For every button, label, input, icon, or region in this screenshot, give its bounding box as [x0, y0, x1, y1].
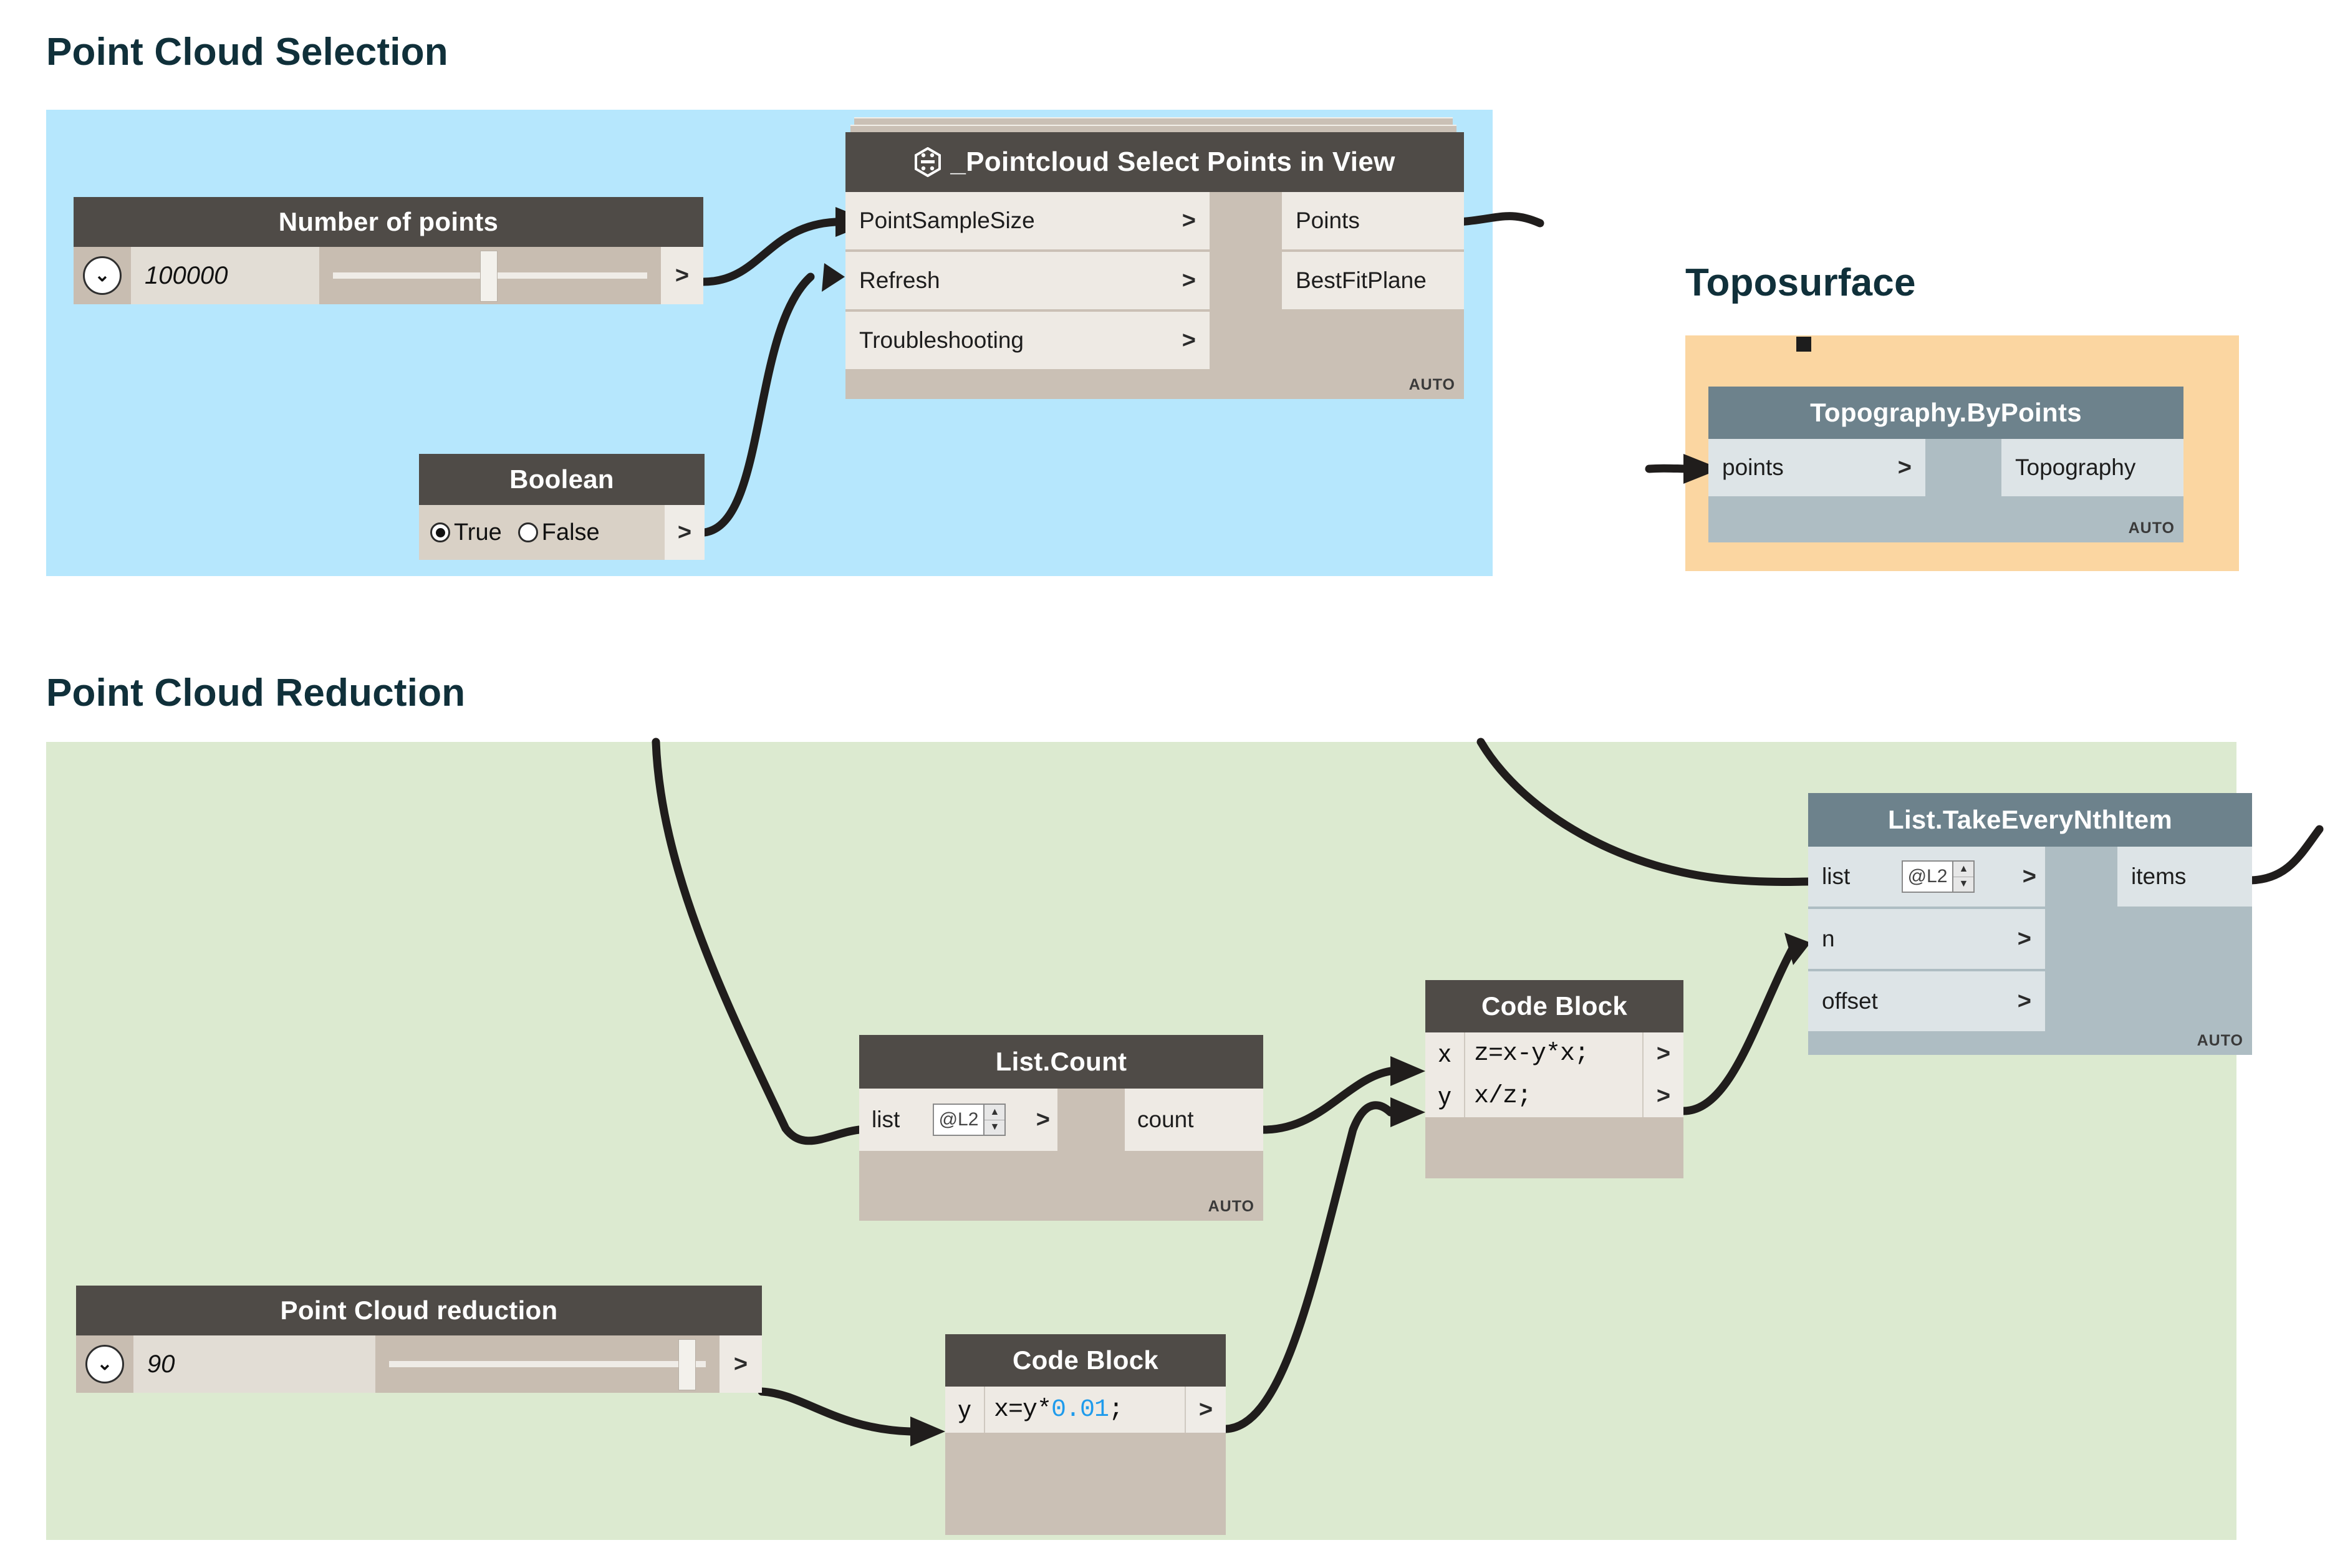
node-point-cloud-reduction[interactable]: Point Cloud reduction ⌄ 90 >: [76, 1286, 762, 1393]
page-title-toposurface: Toposurface: [1685, 261, 1916, 304]
output-port-number-of-points[interactable]: >: [661, 247, 703, 304]
lacing-selector-list[interactable]: @L2 ▲ ▼: [932, 1104, 1006, 1136]
node-list-count[interactable]: List.Count list @L2 ▲ ▼ > count AUTO: [859, 1035, 1263, 1221]
node-title: Number of points: [74, 197, 703, 247]
code-var-y: y: [1425, 1075, 1465, 1117]
lacing-selector-list[interactable]: @L2 ▲ ▼: [1901, 860, 1975, 893]
radio-dot-false-icon: [518, 522, 538, 542]
collapse-caret-button[interactable]: ⌄: [74, 247, 131, 304]
input-port-pointsamplesize[interactable]: PointSampleSize >: [845, 192, 1210, 249]
status-badge-auto: AUTO: [1208, 1198, 1254, 1215]
input-port-points[interactable]: points >: [1708, 439, 1925, 496]
node-number-of-points[interactable]: Number of points ⌄ 100000 >: [74, 197, 703, 304]
input-port-troubleshooting[interactable]: Troubleshooting >: [845, 312, 1210, 369]
status-badge-auto: AUTO: [2128, 519, 2175, 537]
output-port-boolean[interactable]: >: [665, 505, 705, 560]
output-port-points[interactable]: Points: [1282, 192, 1464, 249]
output-port-point-cloud-reduction[interactable]: >: [720, 1335, 762, 1393]
node-code-block-1[interactable]: Code Block x z=x-y*x; > y x/z; >: [1425, 980, 1683, 1178]
code-text-2[interactable]: x/z;: [1474, 1082, 1532, 1110]
chevron-down-icon: ⌄: [85, 1345, 124, 1383]
spinner-up-icon[interactable]: ▲: [984, 1105, 1005, 1120]
spinner-down-icon[interactable]: ▼: [1958, 878, 1969, 890]
output-port-items[interactable]: items: [2117, 847, 2252, 907]
output-port-count[interactable]: count: [1125, 1089, 1263, 1151]
slider-thumb[interactable]: [479, 251, 498, 302]
output-port-code-1[interactable]: >: [1642, 1032, 1683, 1075]
output-port-code-1[interactable]: >: [1185, 1387, 1226, 1433]
node-title: Point Cloud reduction: [76, 1286, 762, 1335]
node-title: List.Count: [859, 1035, 1263, 1089]
node-title: List.TakeEveryNthItem: [1808, 793, 2252, 847]
radio-true[interactable]: True: [430, 519, 502, 546]
slider-thumb[interactable]: [678, 1339, 696, 1390]
output-port-topography[interactable]: Topography: [2001, 439, 2183, 496]
code-var-x: x: [1425, 1032, 1465, 1075]
point-cloud-reduction-slider[interactable]: [375, 1335, 720, 1393]
radio-false[interactable]: False: [518, 519, 600, 546]
input-port-offset[interactable]: offset >: [1808, 971, 2045, 1031]
node-title: Topography.ByPoints: [1708, 387, 2183, 439]
node-title: Code Block: [945, 1334, 1226, 1387]
wire-stub-marker: [1796, 337, 1811, 352]
point-cloud-reduction-value[interactable]: 90: [133, 1335, 375, 1393]
status-badge-auto: AUTO: [1408, 376, 1455, 393]
spinner-down-icon[interactable]: ▼: [989, 1122, 1000, 1133]
code-text-1[interactable]: x=y*0.01;: [994, 1395, 1124, 1424]
lacing-spinner[interactable]: ▲ ▼: [983, 1105, 1005, 1135]
code-line-2[interactable]: y x/z; >: [1425, 1075, 1683, 1117]
status-badge-auto: AUTO: [2197, 1032, 2243, 1049]
node-topography-bypoints[interactable]: Topography.ByPoints points > Topography …: [1708, 387, 2183, 542]
output-port-code-2[interactable]: >: [1642, 1075, 1683, 1117]
radio-dot-true-icon: [430, 522, 450, 542]
code-text-1[interactable]: z=x-y*x;: [1474, 1039, 1589, 1068]
package-hex-icon: [915, 147, 941, 177]
node-title-row: _Pointcloud Select Points in View: [845, 132, 1464, 192]
node-list-takeeverynthitem[interactable]: List.TakeEveryNthItem list @L2 ▲ ▼ > n >…: [1808, 793, 2252, 1055]
code-line-1[interactable]: y x=y*0.01; >: [945, 1387, 1226, 1433]
input-port-n[interactable]: n >: [1808, 909, 2045, 969]
chevron-down-icon: ⌄: [83, 256, 122, 295]
code-number-literal: 0.01: [1051, 1395, 1109, 1424]
node-title: Boolean: [419, 454, 705, 505]
node-title: Code Block: [1425, 980, 1683, 1032]
output-port-bestfitplane[interactable]: BestFitPlane: [1282, 252, 1464, 309]
page-title-point-cloud-reduction: Point Cloud Reduction: [46, 671, 466, 714]
node-boolean[interactable]: Boolean True False >: [419, 454, 705, 560]
code-line-1[interactable]: x z=x-y*x; >: [1425, 1032, 1683, 1075]
spinner-up-icon[interactable]: ▲: [1953, 862, 1974, 877]
input-port-list[interactable]: list @L2 ▲ ▼ >: [1808, 847, 2045, 907]
collapse-caret-button[interactable]: ⌄: [76, 1335, 133, 1393]
code-var-y: y: [945, 1387, 985, 1433]
node-code-block-2[interactable]: Code Block y x=y*0.01; >: [945, 1334, 1226, 1535]
slider-track: [389, 1361, 706, 1367]
lacing-spinner[interactable]: ▲ ▼: [1952, 862, 1974, 892]
input-port-refresh[interactable]: Refresh >: [845, 252, 1210, 309]
page-title-point-cloud-selection: Point Cloud Selection: [46, 31, 448, 74]
input-port-list[interactable]: list @L2 ▲ ▼ >: [859, 1089, 1057, 1151]
number-of-points-value[interactable]: 100000: [131, 247, 319, 304]
number-of-points-slider[interactable]: [319, 247, 661, 304]
node-pointcloud-select-points-in-view[interactable]: _Pointcloud Select Points in View PointS…: [845, 132, 1464, 399]
node-title: _Pointcloud Select Points in View: [950, 147, 1395, 177]
